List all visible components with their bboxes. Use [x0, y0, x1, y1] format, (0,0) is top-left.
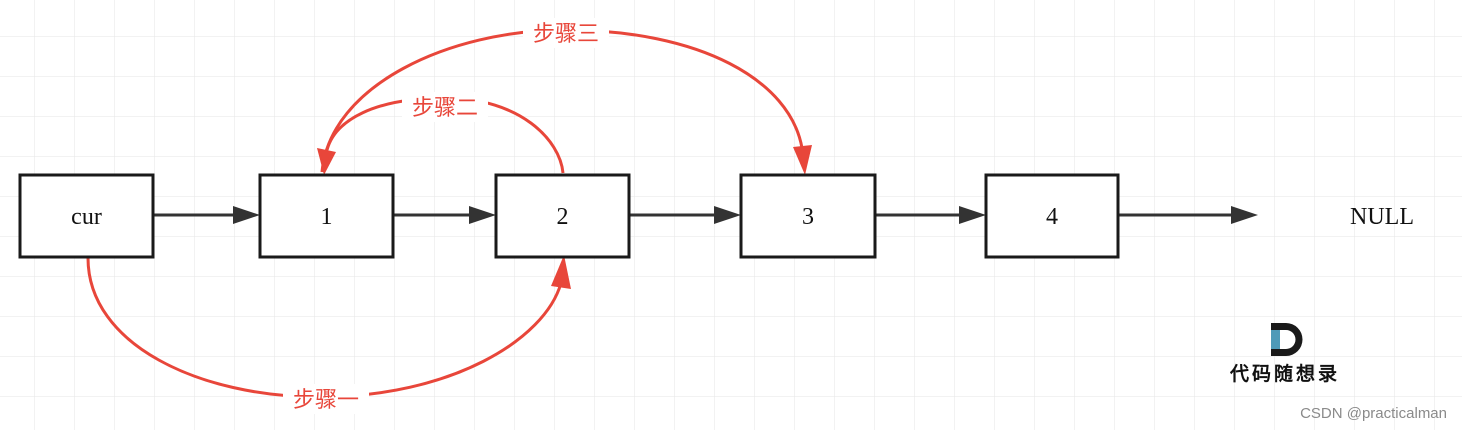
step1-label: 步骤一 — [293, 388, 359, 413]
next-pointer-arrows — [153, 206, 1258, 224]
arrow-4-to-null — [1118, 206, 1258, 224]
node-4-label: 4 — [1046, 204, 1058, 230]
node-3: 3 — [739, 173, 877, 259]
step3-label: 步骤三 — [533, 22, 599, 47]
brand-name: 代码随想录 — [1229, 362, 1340, 385]
node-1-label: 1 — [321, 204, 333, 230]
csdn-watermark: CSDN @practicalman — [1300, 405, 1447, 422]
node-1: 1 — [258, 173, 395, 259]
arrow-2-to-3 — [629, 206, 741, 224]
node-cur: cur — [18, 173, 155, 259]
node-cur-label: cur — [71, 204, 102, 230]
node-4: 4 — [984, 173, 1120, 259]
arrow-3-to-4 — [875, 206, 986, 224]
arrow-cur-to-1 — [153, 206, 260, 224]
step-labels: 步骤一 步骤二 步骤三 — [283, 18, 609, 414]
node-2: 2 — [494, 173, 631, 259]
arrow-1-to-2 — [393, 206, 496, 224]
node-3-label: 3 — [802, 204, 814, 230]
letter-d-logo-icon — [1271, 323, 1303, 356]
node-2-label: 2 — [557, 204, 569, 230]
step2-label: 步骤二 — [412, 96, 478, 121]
null-label: NULL — [1350, 204, 1414, 230]
